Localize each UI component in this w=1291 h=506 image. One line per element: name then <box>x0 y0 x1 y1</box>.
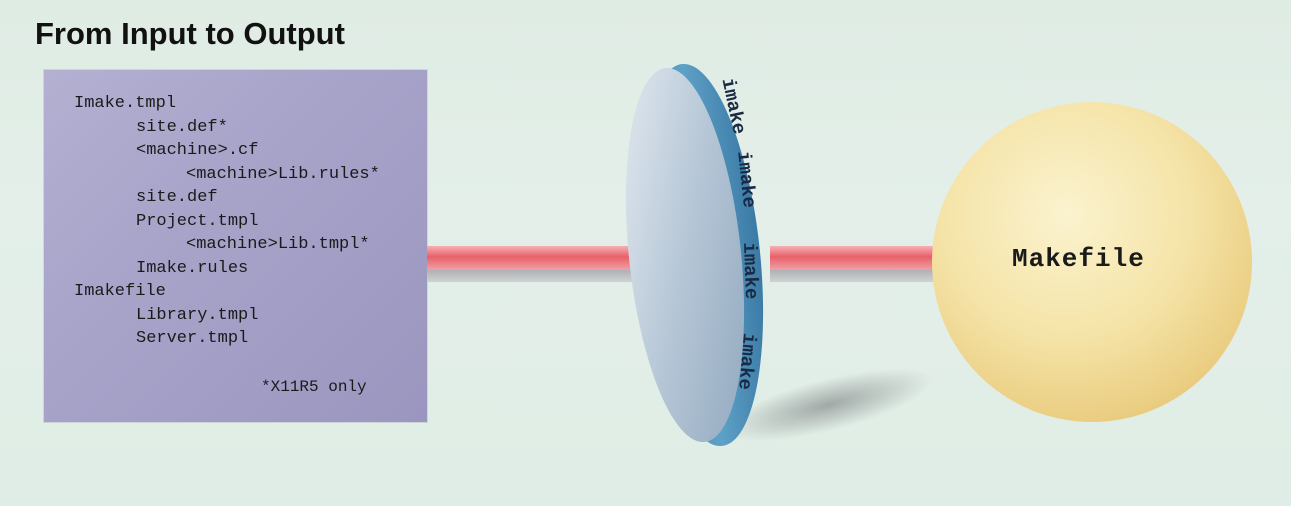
beam-shadow <box>427 268 637 282</box>
makefile-label: Makefile <box>1012 244 1145 274</box>
beam-shadow <box>770 268 940 282</box>
output-beam <box>770 246 958 270</box>
imake-disc-label: imake <box>738 242 762 300</box>
